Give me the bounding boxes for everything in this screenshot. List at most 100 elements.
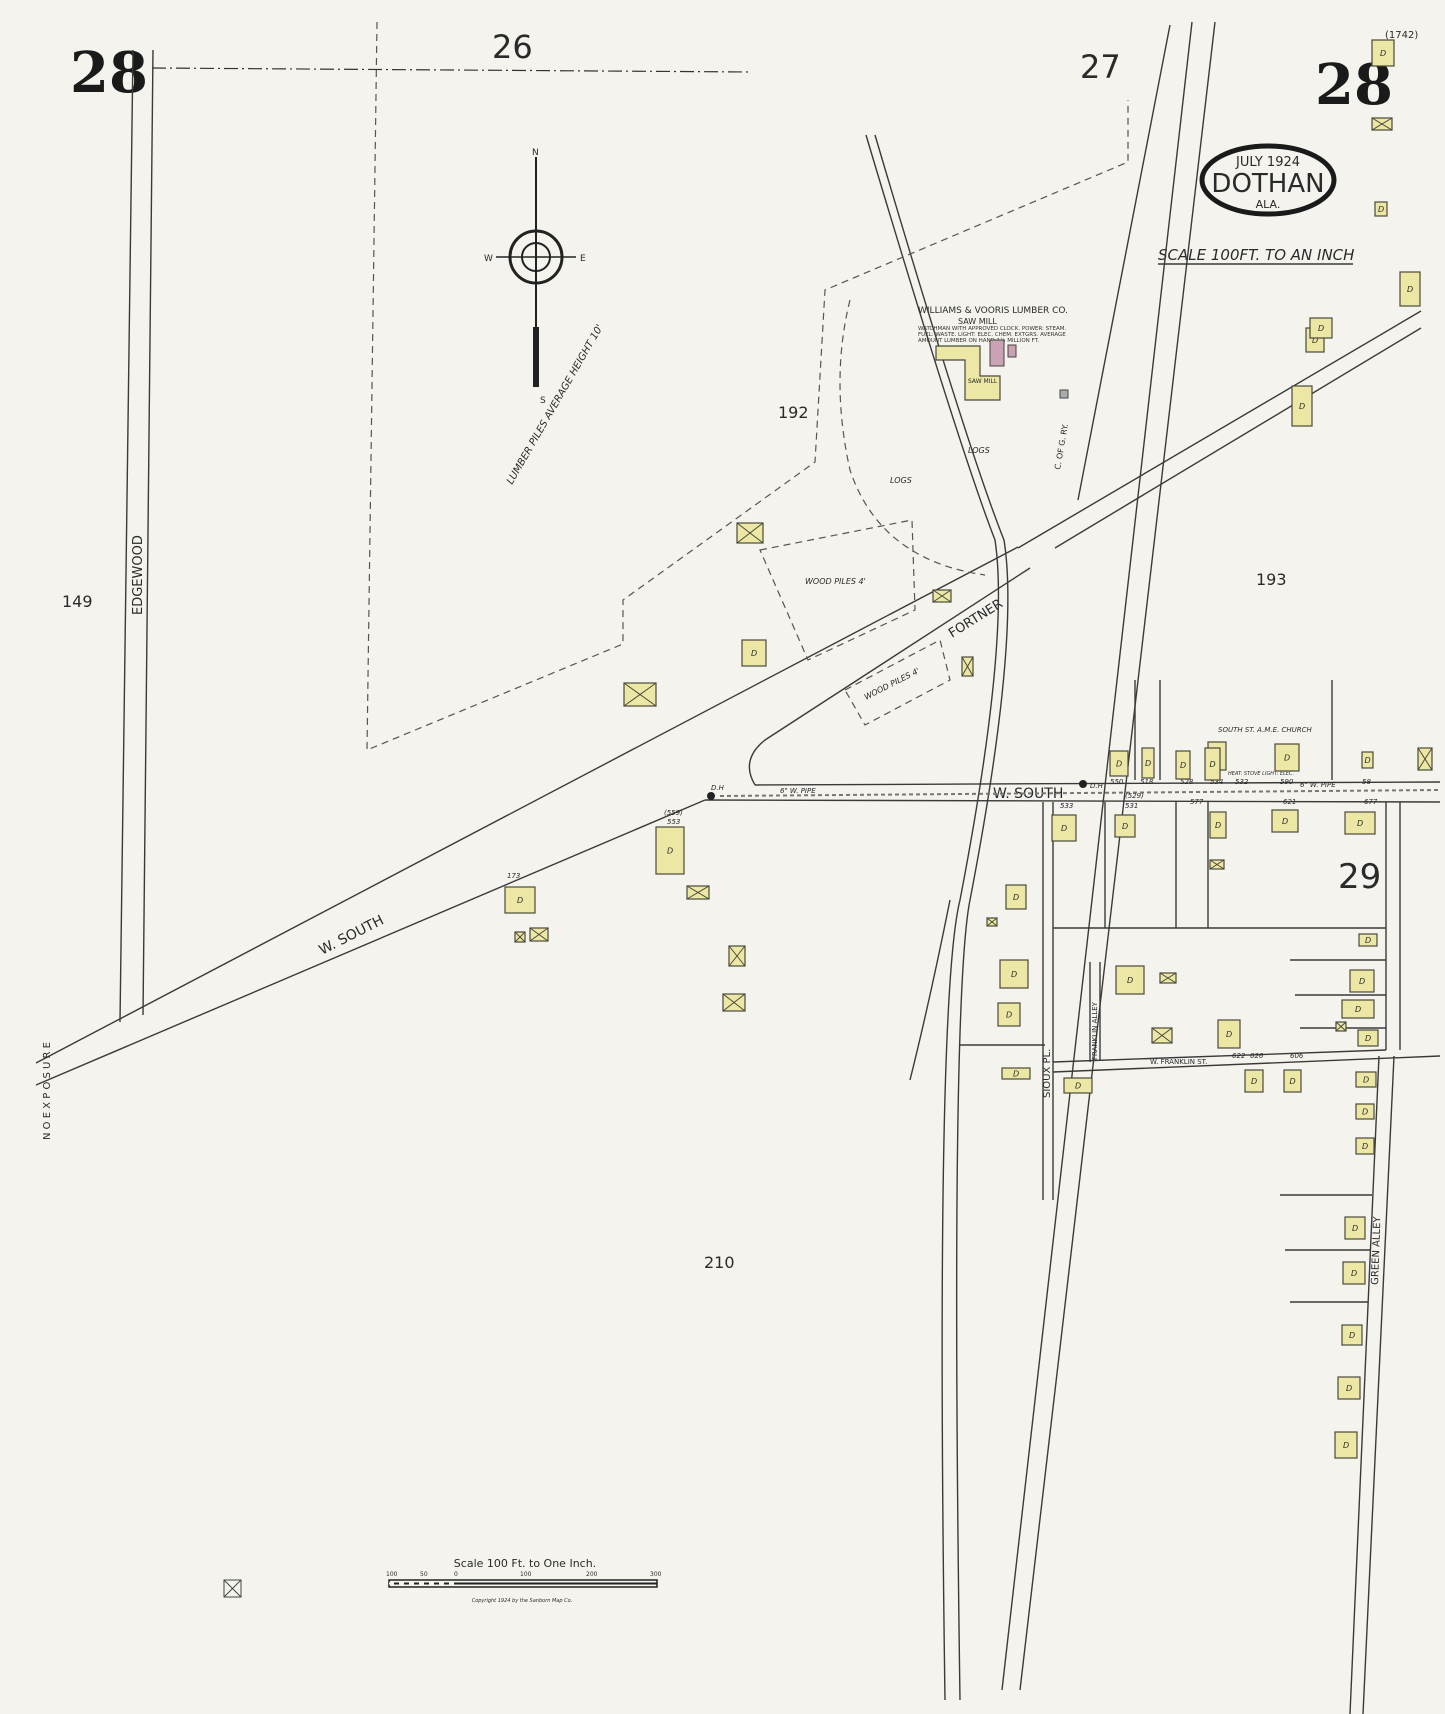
compass-north: N [532, 148, 539, 158]
building [1051, 814, 1077, 842]
dwelling-label: D [1145, 759, 1151, 768]
building [1341, 1324, 1363, 1346]
label-logs-2: LOGS [968, 446, 990, 455]
dwelling-label: D [1365, 936, 1371, 945]
railroad: C. OF G. RY. [865, 21, 1216, 1701]
shed-cross [736, 522, 764, 544]
shed-cross [961, 656, 974, 677]
dwelling-label: D [1359, 977, 1365, 986]
shed-cross [1151, 1027, 1173, 1044]
shed-cross [529, 927, 549, 942]
dwelling-label: D [1312, 336, 1318, 345]
building [655, 826, 685, 875]
dwelling-label: D [1282, 817, 1288, 826]
building [1344, 1216, 1366, 1240]
shed-cross [1209, 859, 1225, 870]
dwelling-label: D [1061, 824, 1067, 833]
building [1291, 385, 1313, 427]
compass-west: W [484, 254, 493, 264]
dwelling-label: D [1180, 761, 1186, 770]
mill-name: WILLIAMS & VOORIS LUMBER CO. [918, 306, 1068, 316]
scale-bar: Scale 100 Ft. to One Inch. 100 50 0 100 … [386, 1557, 662, 1604]
label-railroad: C. OF G. RY. [1053, 423, 1070, 470]
house-number: 518 [1140, 778, 1154, 786]
house-number: 621 [1283, 798, 1296, 806]
mill-notes: WATCHMAN WITH APPROVED CLOCK. POWER: STE… [918, 326, 1067, 344]
house-numbers: 550 518 528 534 532 590 58 533 531 (529)… [507, 778, 1378, 1060]
label-w-franklin: W. FRANKLIN ST. [1150, 1058, 1207, 1066]
lumber-yard-boundary [366, 21, 1129, 751]
house-number: 58 [1362, 778, 1371, 786]
house-number: (529) [1125, 792, 1144, 800]
dwelling-label: D [517, 896, 523, 905]
building [1244, 1069, 1264, 1093]
building [1355, 1071, 1377, 1088]
building [1342, 1261, 1366, 1285]
label-w-south-diagonal: W. SOUTH [317, 912, 387, 958]
dwelling-label: D [1365, 756, 1371, 765]
house-number: 577 [1190, 798, 1204, 806]
building [1204, 747, 1221, 781]
se-street-grid: SIOUX PL. FRANKLIN ALLEY W. FRANKLIN ST.… [960, 680, 1441, 1714]
dwelling-label: D [1362, 1142, 1368, 1151]
building [1355, 1137, 1375, 1155]
house-number: 532 [1235, 778, 1249, 786]
shed-cross [1371, 117, 1393, 131]
dwelling-label: D [1365, 1034, 1371, 1043]
dwelling-label: D [1075, 1082, 1081, 1091]
dwelling-label: D [1013, 893, 1019, 902]
dwelling-label: D [1116, 760, 1122, 769]
dwelling-label: D [751, 649, 757, 658]
building [1001, 1067, 1031, 1080]
scale-tick: 200 [586, 1571, 598, 1578]
scale-tick: 100 [520, 1571, 532, 1578]
page-number-left: 28 [70, 40, 148, 106]
building [1399, 271, 1421, 307]
label-lumber-piles: LUMBER PILES AVERAGE HEIGHT 10' [505, 323, 606, 487]
dwelling-label: D [1122, 822, 1128, 831]
building [1114, 814, 1136, 838]
building [1209, 811, 1227, 839]
dwelling-label: D [1343, 1441, 1349, 1450]
dwelling-label: D [1363, 1076, 1369, 1085]
shed-cross [728, 945, 746, 967]
water-pipe [719, 789, 1441, 797]
cartouche-state: ALA. [1256, 198, 1281, 211]
house-number: 533 [1060, 802, 1073, 810]
dwelling-label: D [1290, 1077, 1296, 1086]
building [1274, 743, 1300, 772]
building [1005, 884, 1027, 910]
dwelling-label: D [1357, 819, 1363, 828]
no-exposure-label: N O E X P O S U R E [42, 1042, 53, 1140]
shed-cross [722, 993, 746, 1012]
building [1355, 1103, 1375, 1120]
dwelling-label: D [1284, 754, 1290, 763]
dwelling-label: D [1226, 1030, 1232, 1039]
building [741, 639, 767, 667]
building [1334, 1431, 1358, 1459]
building [1109, 750, 1129, 777]
label-wood-piles-1: WOOD PILES 4' [805, 577, 866, 586]
water-pipe-label-2: 6" W. PIPE [1300, 781, 1336, 789]
building [1349, 969, 1375, 993]
building [1337, 1376, 1361, 1400]
cartouche-date: JULY 1924 [1235, 155, 1300, 170]
building [997, 1002, 1021, 1027]
building [1309, 317, 1333, 339]
dwelling-label: D [1299, 402, 1305, 411]
church-note: HEAT: STOVE LIGHT: ELEC. [1228, 771, 1294, 777]
dwelling-label: D [667, 847, 673, 856]
scale-tick: 300 [650, 1571, 662, 1578]
dwelling-label: D [1210, 760, 1216, 769]
house-number: 626 [1250, 1052, 1264, 1060]
shed-cross [1417, 747, 1433, 771]
label-franklin-alley: FRANKLIN ALLEY [1091, 1001, 1099, 1060]
hydrant-label: D.H [711, 784, 725, 792]
adjoining-sheet-29: 29 [1338, 857, 1381, 897]
shed-cross [1335, 1021, 1347, 1032]
building [1175, 750, 1191, 780]
cartouche-city: DOTHAN [1211, 169, 1324, 199]
hydrant-label-2: D.H [1090, 782, 1104, 790]
shed-cross [686, 885, 710, 900]
